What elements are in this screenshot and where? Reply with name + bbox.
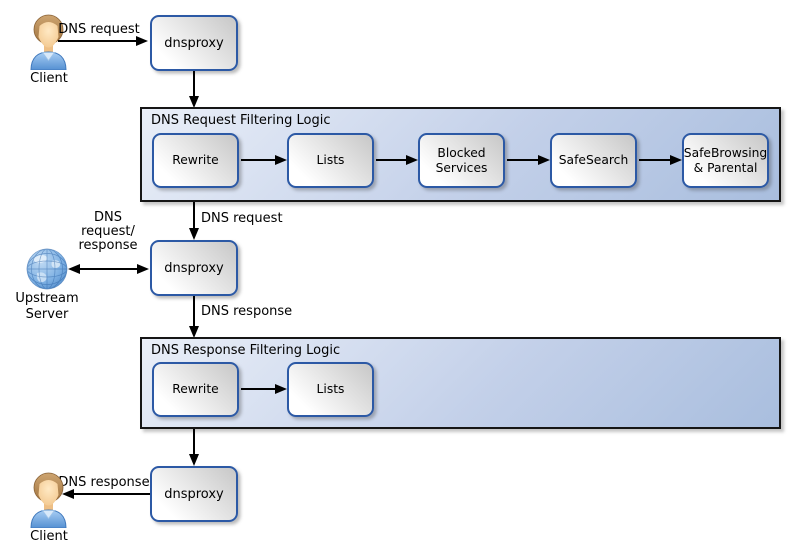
arrow-lists-to-blocked [376,159,406,161]
person-icon [26,13,71,70]
step-label: Rewrite [172,153,219,167]
arrow-client-to-proxy [58,40,136,42]
arrow-icon [275,155,287,165]
step-blocked-services: Blocked Services [418,133,505,188]
edge-label-filter-to-proxy: DNS request [201,211,283,226]
step-label: Blocked Services [435,145,488,175]
arrow-icon [275,384,287,394]
arrow-blocked-to-safesearch [507,159,538,161]
client-label-top: Client [30,71,68,86]
dnsproxy-node-bottom: dnsproxy [150,466,238,522]
edge-label-proxy-to-response-filter: DNS response [201,304,293,319]
dnsproxy-label: dnsproxy [164,486,224,502]
arrow-upstream-exchange [80,268,137,270]
arrow-filter-to-proxy-bottom [193,429,195,454]
step-label: SafeSearch [558,153,629,167]
dnsproxy-node-top: dnsproxy [150,15,238,71]
upstream-server-label: Upstream Server [15,291,79,322]
response-filter-title: DNS Response Filtering Logic [151,343,341,358]
step-lists-response: Lists [287,362,374,417]
arrow-proxy-to-request-filter [193,71,195,97]
arrow-icon [137,264,149,274]
arrow-icon [68,264,80,274]
arrow-proxy-to-response-filter [193,296,195,326]
arrow-icon [136,36,148,46]
arrow-rewrite-to-lists [241,159,275,161]
client-label-bottom: Client [30,529,68,544]
step-label: Lists [316,153,345,167]
arrow-icon [189,454,199,466]
globe-icon [25,247,69,291]
arrow-icon [189,326,199,338]
step-label: Lists [316,382,345,396]
step-label: SafeBrowsing & Parental [683,145,768,175]
step-lists-request: Lists [287,133,374,188]
edge-label-proxy-to-client: DNS response [58,475,150,490]
person-icon [26,471,71,528]
arrow-proxy-to-client [74,493,150,495]
dnsproxy-node-mid: dnsproxy [150,240,238,296]
arrow-icon [538,155,550,165]
step-label: Rewrite [172,382,219,396]
arrow-icon [670,155,682,165]
arrow-filter-to-proxy [193,202,195,228]
arrow-icon [406,155,418,165]
edge-label-client-to-proxy: DNS request [58,22,140,37]
edge-label-upstream-exchange: DNS request/ response [78,210,138,253]
step-rewrite-request: Rewrite [152,133,239,188]
step-rewrite-response: Rewrite [152,362,239,417]
arrow-icon [189,228,199,240]
response-filter-container: DNS Response Filtering Logic [140,337,781,429]
request-filter-title: DNS Request Filtering Logic [151,113,331,128]
arrow-icon [189,96,199,108]
step-safebrowsing-parental: SafeBrowsing & Parental [682,133,769,188]
dnsproxy-label: dnsproxy [164,35,224,51]
arrow-rewrite-to-lists-response [241,388,275,390]
arrow-icon [62,489,74,499]
step-safesearch: SafeSearch [550,133,637,188]
arrow-safesearch-to-safebrowsing [639,159,670,161]
dnsproxy-label: dnsproxy [164,260,224,276]
